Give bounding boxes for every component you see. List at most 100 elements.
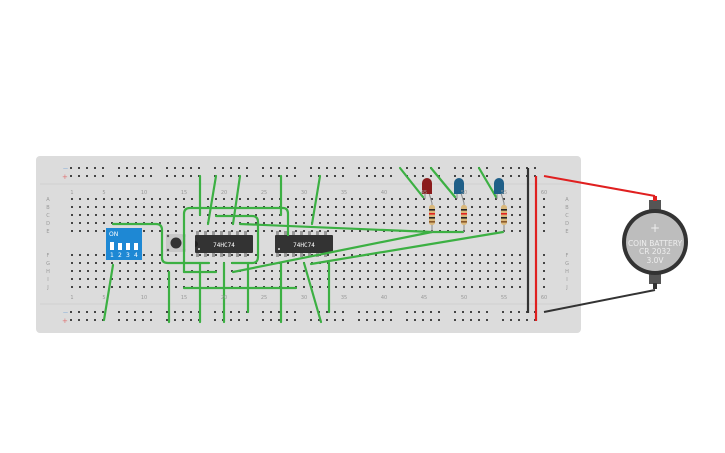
hole[interactable] (215, 222, 217, 224)
hole[interactable] (383, 214, 385, 216)
hole[interactable] (223, 222, 225, 224)
hole[interactable] (111, 222, 113, 224)
hole[interactable] (351, 214, 353, 216)
hole[interactable] (511, 214, 513, 216)
hole[interactable] (399, 286, 401, 288)
hole[interactable] (103, 214, 105, 216)
hole[interactable] (423, 262, 425, 264)
hole[interactable] (335, 214, 337, 216)
rail-hole[interactable] (502, 175, 504, 177)
hole[interactable] (447, 214, 449, 216)
hole[interactable] (439, 270, 441, 272)
rail-hole[interactable] (126, 175, 128, 177)
hole[interactable] (407, 270, 409, 272)
hole[interactable] (343, 230, 345, 232)
hole[interactable] (231, 278, 233, 280)
hole[interactable] (471, 254, 473, 256)
rail-hole[interactable] (126, 167, 128, 169)
hole[interactable] (463, 270, 465, 272)
hole[interactable] (255, 254, 257, 256)
hole[interactable] (191, 278, 193, 280)
hole[interactable] (479, 278, 481, 280)
hole[interactable] (263, 214, 265, 216)
rail-hole[interactable] (366, 311, 368, 313)
rail-hole[interactable] (222, 167, 224, 169)
hole[interactable] (111, 262, 113, 264)
hole[interactable] (303, 206, 305, 208)
hole[interactable] (255, 230, 257, 232)
hole[interactable] (207, 198, 209, 200)
hole[interactable] (439, 254, 441, 256)
rail-hole[interactable] (518, 175, 520, 177)
hole[interactable] (543, 262, 545, 264)
hole[interactable] (471, 286, 473, 288)
hole[interactable] (359, 222, 361, 224)
jumper-wire[interactable] (214, 214, 260, 265)
rail-hole[interactable] (70, 167, 72, 169)
hole[interactable] (455, 222, 457, 224)
hole[interactable] (543, 270, 545, 272)
hole[interactable] (447, 278, 449, 280)
hole[interactable] (159, 222, 161, 224)
rail-hole[interactable] (510, 175, 512, 177)
rail-hole[interactable] (150, 175, 152, 177)
hole[interactable] (495, 230, 497, 232)
rail-hole[interactable] (478, 319, 480, 321)
rail-hole[interactable] (422, 167, 424, 169)
hole[interactable] (143, 214, 145, 216)
rail-hole[interactable] (262, 311, 264, 313)
hole[interactable] (143, 278, 145, 280)
hole[interactable] (95, 270, 97, 272)
hole[interactable] (367, 230, 369, 232)
jumper-wire[interactable] (310, 174, 322, 226)
hole[interactable] (87, 262, 89, 264)
rail-hole[interactable] (246, 175, 248, 177)
rail-hole[interactable] (174, 311, 176, 313)
hole[interactable] (223, 230, 225, 232)
rail-hole[interactable] (134, 319, 136, 321)
rail-hole[interactable] (238, 319, 240, 321)
rail-hole[interactable] (358, 319, 360, 321)
rail-hole[interactable] (406, 311, 408, 313)
rail-hole[interactable] (430, 311, 432, 313)
hole[interactable] (543, 222, 545, 224)
hole[interactable] (471, 214, 473, 216)
rail-hole[interactable] (294, 175, 296, 177)
hole[interactable] (191, 222, 193, 224)
rail-hole[interactable] (102, 311, 104, 313)
hole[interactable] (351, 286, 353, 288)
hole[interactable] (463, 286, 465, 288)
leds[interactable] (422, 178, 507, 232)
hole[interactable] (471, 262, 473, 264)
rail-hole[interactable] (366, 175, 368, 177)
hole[interactable] (543, 286, 545, 288)
hole[interactable] (79, 230, 81, 232)
hole[interactable] (351, 278, 353, 280)
hole[interactable] (351, 198, 353, 200)
rail-hole[interactable] (454, 311, 456, 313)
hole[interactable] (87, 206, 89, 208)
hole[interactable] (111, 214, 113, 216)
hole[interactable] (471, 206, 473, 208)
hole[interactable] (319, 214, 321, 216)
rail-hole[interactable] (326, 175, 328, 177)
hole[interactable] (103, 278, 105, 280)
rail-hole[interactable] (454, 167, 456, 169)
hole[interactable] (111, 286, 113, 288)
rail-hole[interactable] (214, 167, 216, 169)
hole[interactable] (159, 198, 161, 200)
hole[interactable] (95, 254, 97, 256)
rail-hole[interactable] (518, 319, 520, 321)
rail-hole[interactable] (262, 319, 264, 321)
hole[interactable] (351, 222, 353, 224)
hole[interactable] (519, 230, 521, 232)
hole[interactable] (271, 278, 273, 280)
hole[interactable] (519, 262, 521, 264)
hole[interactable] (103, 206, 105, 208)
hole[interactable] (95, 286, 97, 288)
hole[interactable] (335, 198, 337, 200)
rail-hole[interactable] (422, 319, 424, 321)
hole[interactable] (327, 230, 329, 232)
hole[interactable] (303, 230, 305, 232)
hole[interactable] (495, 214, 497, 216)
